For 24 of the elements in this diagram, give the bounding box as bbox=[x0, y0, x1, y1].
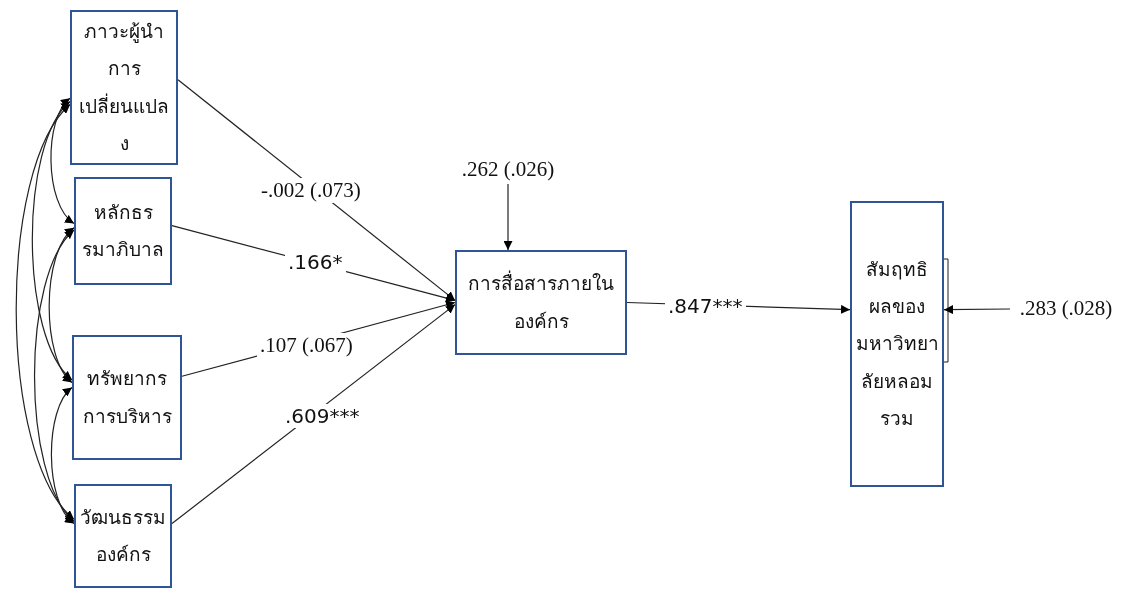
arrow bbox=[171, 304, 456, 525]
variable-name: วัฒนธรรมองค์กร bbox=[79, 504, 167, 567]
variable-name: การสื่อสารภายในองค์กร bbox=[467, 269, 615, 334]
variable-name: สัมฤทธิผลของมหาวิทยาลัยหลอมรวม bbox=[854, 257, 940, 431]
error-variance-label: .262 (.026) bbox=[460, 157, 556, 183]
covariance-arrow bbox=[48, 227, 75, 384]
variable-box bbox=[74, 177, 172, 285]
variable-name: หลักธรรมาภิบาล bbox=[81, 199, 165, 262]
variable-box bbox=[74, 484, 172, 588]
covariance-arrow bbox=[15, 103, 75, 520]
variable-box bbox=[70, 10, 178, 165]
variable-box bbox=[455, 250, 627, 355]
arrow bbox=[177, 79, 456, 301]
variable-name: ทรัพยากรการบริหาร bbox=[81, 366, 173, 429]
error-variance-label: .283 (.028) bbox=[1018, 296, 1114, 322]
arrow bbox=[943, 305, 1011, 315]
covariance-arrow bbox=[50, 97, 75, 225]
variable-name: ภาวะผู้นำการเปลี่ยนแปลง bbox=[78, 19, 170, 156]
covariance-arrow bbox=[33, 229, 75, 523]
arrow bbox=[503, 183, 513, 251]
covariance-arrow bbox=[31, 100, 73, 381]
covariance-arrow bbox=[50, 386, 75, 525]
variable-box bbox=[850, 201, 944, 487]
variable-box bbox=[72, 335, 182, 460]
